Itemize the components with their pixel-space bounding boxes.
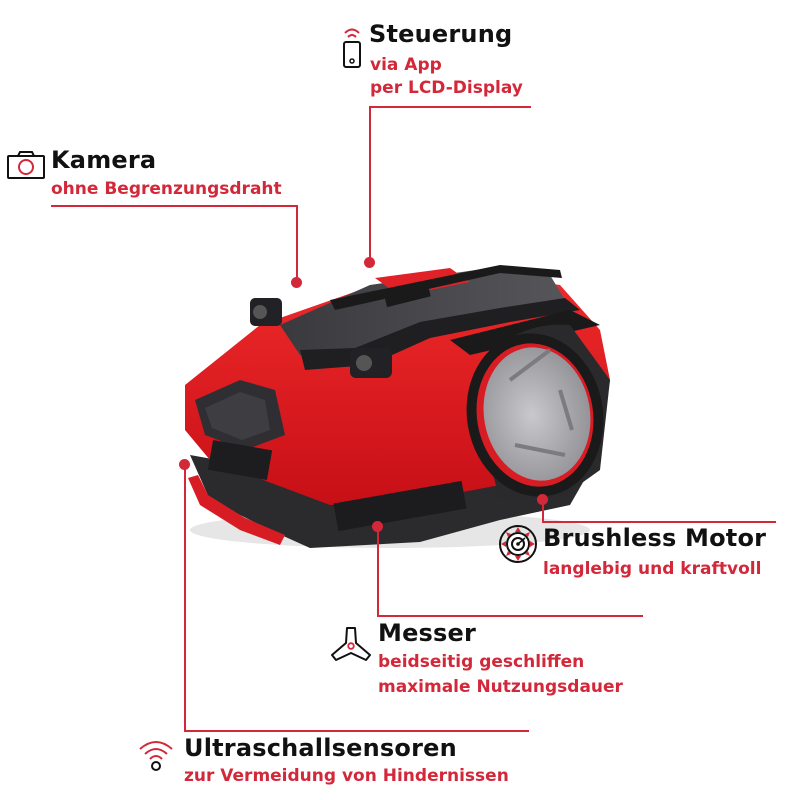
kamera-line-1: ohne Begrenzungsdraht <box>51 179 282 199</box>
kamera-marker-dot <box>291 277 302 288</box>
ultraschall-marker-dot <box>179 459 190 470</box>
steuerung-connector-v <box>369 106 371 258</box>
motor-connector-v <box>542 500 544 522</box>
kamera-connector-v <box>296 205 298 278</box>
ultraschall-connector-h <box>184 730 529 732</box>
messer-title: Messer <box>378 619 477 647</box>
messer-connector-h <box>377 615 643 617</box>
steuerung-marker-dot <box>364 257 375 268</box>
steuerung-title: Steuerung <box>369 20 513 48</box>
messer-connector-v <box>377 527 379 617</box>
steuerung-line-1: via App <box>370 55 442 75</box>
messer-marker-dot <box>372 521 383 532</box>
motor-line-1: langlebig und kraftvoll <box>543 559 762 579</box>
steuerung-connector-h <box>369 106 531 108</box>
camera-icon <box>7 151 45 179</box>
messer-line-1: beidseitig geschliffen <box>378 652 585 672</box>
motor-connector-h <box>542 521 776 523</box>
brushless-motor-icon <box>499 525 537 563</box>
ultraschall-line-1: zur Vermeidung von Hindernissen <box>184 766 509 786</box>
smartphone-wireless-icon <box>343 28 361 68</box>
kamera-connector-h <box>51 205 298 207</box>
ultrasonic-sensor-icon <box>139 741 173 771</box>
ultraschall-title: Ultraschallsensoren <box>184 734 457 762</box>
messer-line-2: maximale Nutzungsdauer <box>378 677 623 697</box>
blade-icon <box>331 627 371 661</box>
kamera-title: Kamera <box>51 146 157 174</box>
motor-title: Brushless Motor <box>543 524 767 552</box>
steuerung-line-2: per LCD-Display <box>370 78 523 98</box>
robotic-lawn-mower-image <box>185 265 610 548</box>
motor-marker-dot <box>537 494 548 505</box>
ultraschall-connector-v <box>184 465 186 732</box>
